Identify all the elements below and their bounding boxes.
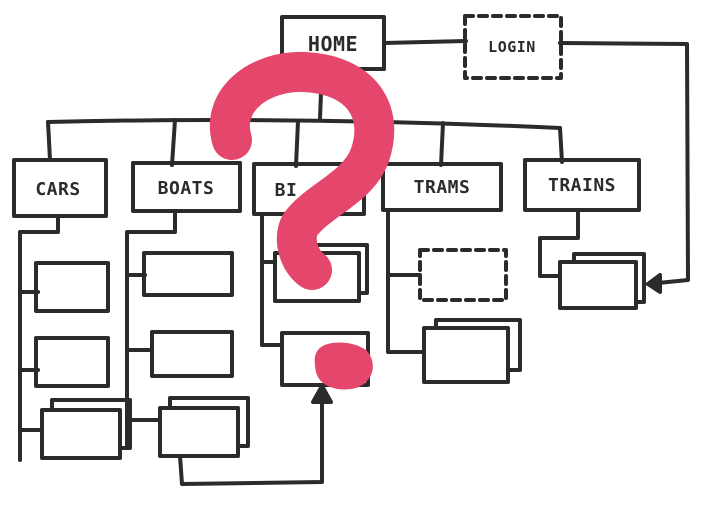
category-label-trains: TRAINS	[548, 175, 616, 196]
trams-children	[386, 208, 522, 384]
category-box-trains	[523, 158, 641, 212]
category-label-cars: CARS	[35, 179, 80, 200]
category-label-boats: BOATS	[158, 178, 215, 199]
category-box-boats	[131, 161, 242, 213]
boats-children	[125, 209, 250, 458]
cars-children	[18, 214, 132, 462]
login-label: LOGIN	[488, 38, 536, 56]
category-label-bikes: BI	[275, 180, 298, 201]
connector-lines	[46, 39, 690, 294]
home-label: HOME	[308, 32, 358, 56]
category-label-trams: TRAMS	[414, 177, 471, 198]
login-box	[463, 14, 563, 80]
category-box-trams	[381, 162, 503, 212]
question-mark-icon	[210, 51, 395, 390]
trains-children	[538, 208, 646, 310]
